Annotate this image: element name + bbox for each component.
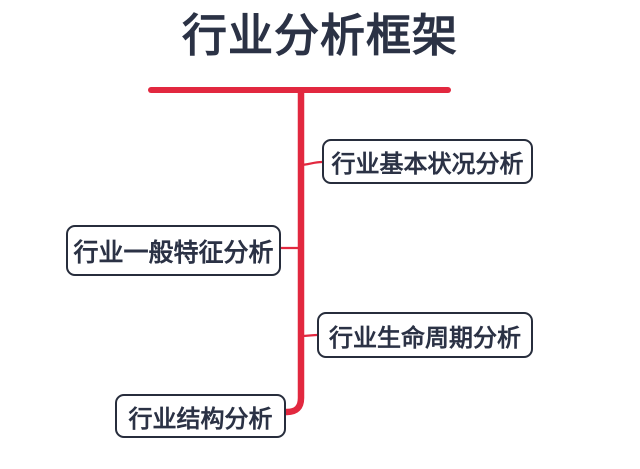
branch-node-1 [298, 160, 323, 167]
node-industry-general-characteristics: 行业一般特征分析 [66, 225, 281, 276]
node-industry-life-cycle: 行业生命周期分析 [317, 312, 533, 358]
node-industry-structure: 行业结构分析 [115, 394, 286, 438]
trunk-line [284, 92, 305, 416]
diagram-title: 行业分析框架 [181, 10, 458, 61]
node-industry-basic-situation: 行业基本状况分析 [322, 139, 533, 184]
branch-node-3 [298, 333, 318, 338]
